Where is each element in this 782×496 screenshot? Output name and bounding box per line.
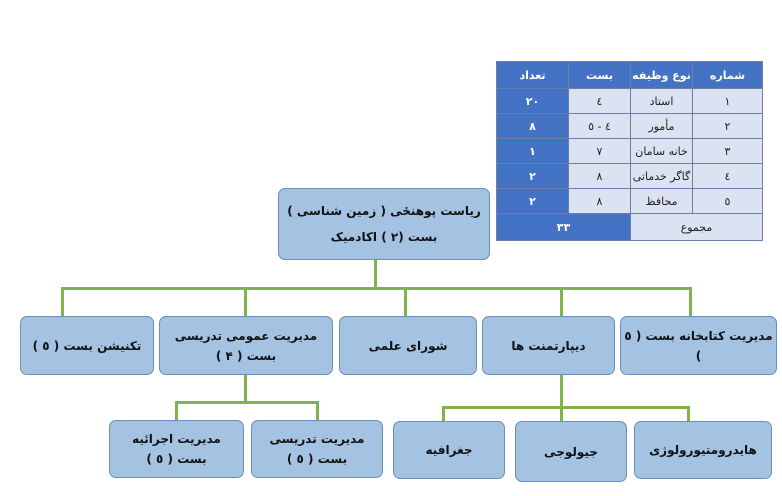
row-count: ۲۰ — [496, 88, 569, 114]
box-hydrometeorology-label: هایدرومتیورولوژی — [649, 443, 757, 457]
box-technician-label: تکنیشن بست ( ٥ ) — [32, 338, 142, 353]
total-label: مجموع — [630, 213, 763, 241]
box-technician: تکنیشن بست ( ٥ ) — [20, 316, 154, 375]
root-line1: ریاست پوهنځی ( زمین شناسی ) — [287, 204, 481, 218]
box-general-teaching-line2: بست ( ۴ ) — [215, 348, 277, 363]
connector-drop-2 — [560, 287, 563, 317]
table-row: ۲ مأمور ٤ - ٥ ۸ — [496, 113, 763, 139]
box-geography-label: جغرافیه — [425, 443, 473, 457]
connector-root-down — [374, 260, 377, 289]
table-header-row: شماره نوع وظیفه بست تعداد — [496, 61, 763, 89]
connector-teaching-drop-1 — [316, 401, 319, 421]
table-row: ٥ محافظ ۸ ۲ — [496, 188, 763, 214]
header-rank: بست — [568, 61, 631, 89]
box-general-teaching-management: مدیریت عمومی تدریسی بست ( ۴ ) — [159, 316, 333, 375]
box-teaching-line2: بست ( ٥ ) — [286, 452, 348, 466]
row-number: ۳ — [692, 138, 763, 164]
box-geology: جیولوجی — [515, 421, 627, 482]
box-hydrometeorology: هایدرومتیورولوژی — [634, 421, 772, 479]
box-library-management: مدیریت کتابخانه بست ( ٥ ) — [620, 316, 777, 375]
header-count: تعداد — [496, 61, 569, 89]
root-box-faculty-head: ریاست پوهنځی ( زمین شناسی ) بست (۲ ) اکا… — [278, 188, 490, 260]
row-rank: ۸ — [568, 163, 631, 189]
connector-teaching-bus — [175, 401, 319, 404]
table-row: ۳ خانه سامان ۷ ۱ — [496, 138, 763, 164]
box-executive-management: مدیریت اجرائیه بست ( ٥ ) — [109, 420, 244, 478]
table-total-row: مجموع ۳۳ — [496, 213, 763, 241]
box-geology-label: جیولوجی — [544, 444, 598, 459]
box-teaching-line1: مدیریت تدریسی — [269, 432, 365, 446]
box-general-teaching-line1: مدیریت عمومی تدریسی — [174, 328, 318, 343]
row-number: ۲ — [692, 113, 763, 139]
connector-dept-drop-3 — [442, 406, 445, 422]
box-departments-label: دیپارتمنت ها — [511, 338, 586, 353]
connector-drop-1 — [689, 287, 692, 317]
row-rank: ٤ - ٥ — [568, 113, 631, 139]
row-count: ۲ — [496, 188, 569, 214]
connector-drop-4 — [244, 287, 247, 317]
row-rank: ۸ — [568, 188, 631, 214]
row-count: ۱ — [496, 138, 569, 164]
box-departments: دیپارتمنت ها — [482, 316, 615, 375]
row-count: ۸ — [496, 113, 569, 139]
connector-departments-down — [560, 375, 563, 408]
connector-departments-bus — [442, 406, 690, 409]
box-executive-line1: مدیریت اجرائیه — [132, 432, 221, 446]
row-rank: ٤ — [568, 88, 631, 114]
box-teaching-management: مدیریت تدریسی بست ( ٥ ) — [251, 420, 383, 478]
box-library-label: مدیریت کتابخانه بست ( ٥ ) — [624, 328, 773, 363]
row-duty: مأمور — [630, 113, 693, 139]
connector-dept-drop-2 — [560, 406, 563, 422]
box-executive-line2: بست ( ٥ ) — [146, 452, 207, 466]
connector-drop-5 — [61, 287, 64, 317]
connector-teaching-down — [244, 375, 247, 403]
row-number: ۱ — [692, 88, 763, 114]
header-duty-type: نوع وظیفه — [630, 61, 693, 89]
row-number: ٥ — [692, 188, 763, 214]
box-geography: جغرافیه — [393, 421, 505, 479]
row-duty: محافظ — [630, 188, 693, 214]
total-value: ۳۳ — [496, 213, 631, 241]
box-scientific-council: شورای علمی — [339, 316, 477, 375]
connector-drop-3 — [404, 287, 407, 317]
connector-level2-bus — [61, 287, 692, 290]
row-rank: ۷ — [568, 138, 631, 164]
root-line2: بست (۲ ) اکادمیک — [330, 230, 438, 244]
connector-dept-drop-1 — [687, 406, 690, 422]
box-council-label: شورای علمی — [368, 338, 448, 353]
row-duty: گاگر خدماتی — [630, 163, 693, 189]
row-duty: خانه سامان — [630, 138, 693, 164]
row-duty: استاد — [630, 88, 693, 114]
table-row: ٤ گاگر خدماتی ۸ ۲ — [496, 163, 763, 189]
row-count: ۲ — [496, 163, 569, 189]
connector-teaching-drop-2 — [175, 401, 178, 421]
header-number: شماره — [692, 61, 763, 89]
staff-count-table: شماره نوع وظیفه بست تعداد ۱ استاد ٤ ۲۰ ۲… — [496, 61, 763, 241]
table-row: ۱ استاد ٤ ۲۰ — [496, 88, 763, 114]
row-number: ٤ — [692, 163, 763, 189]
